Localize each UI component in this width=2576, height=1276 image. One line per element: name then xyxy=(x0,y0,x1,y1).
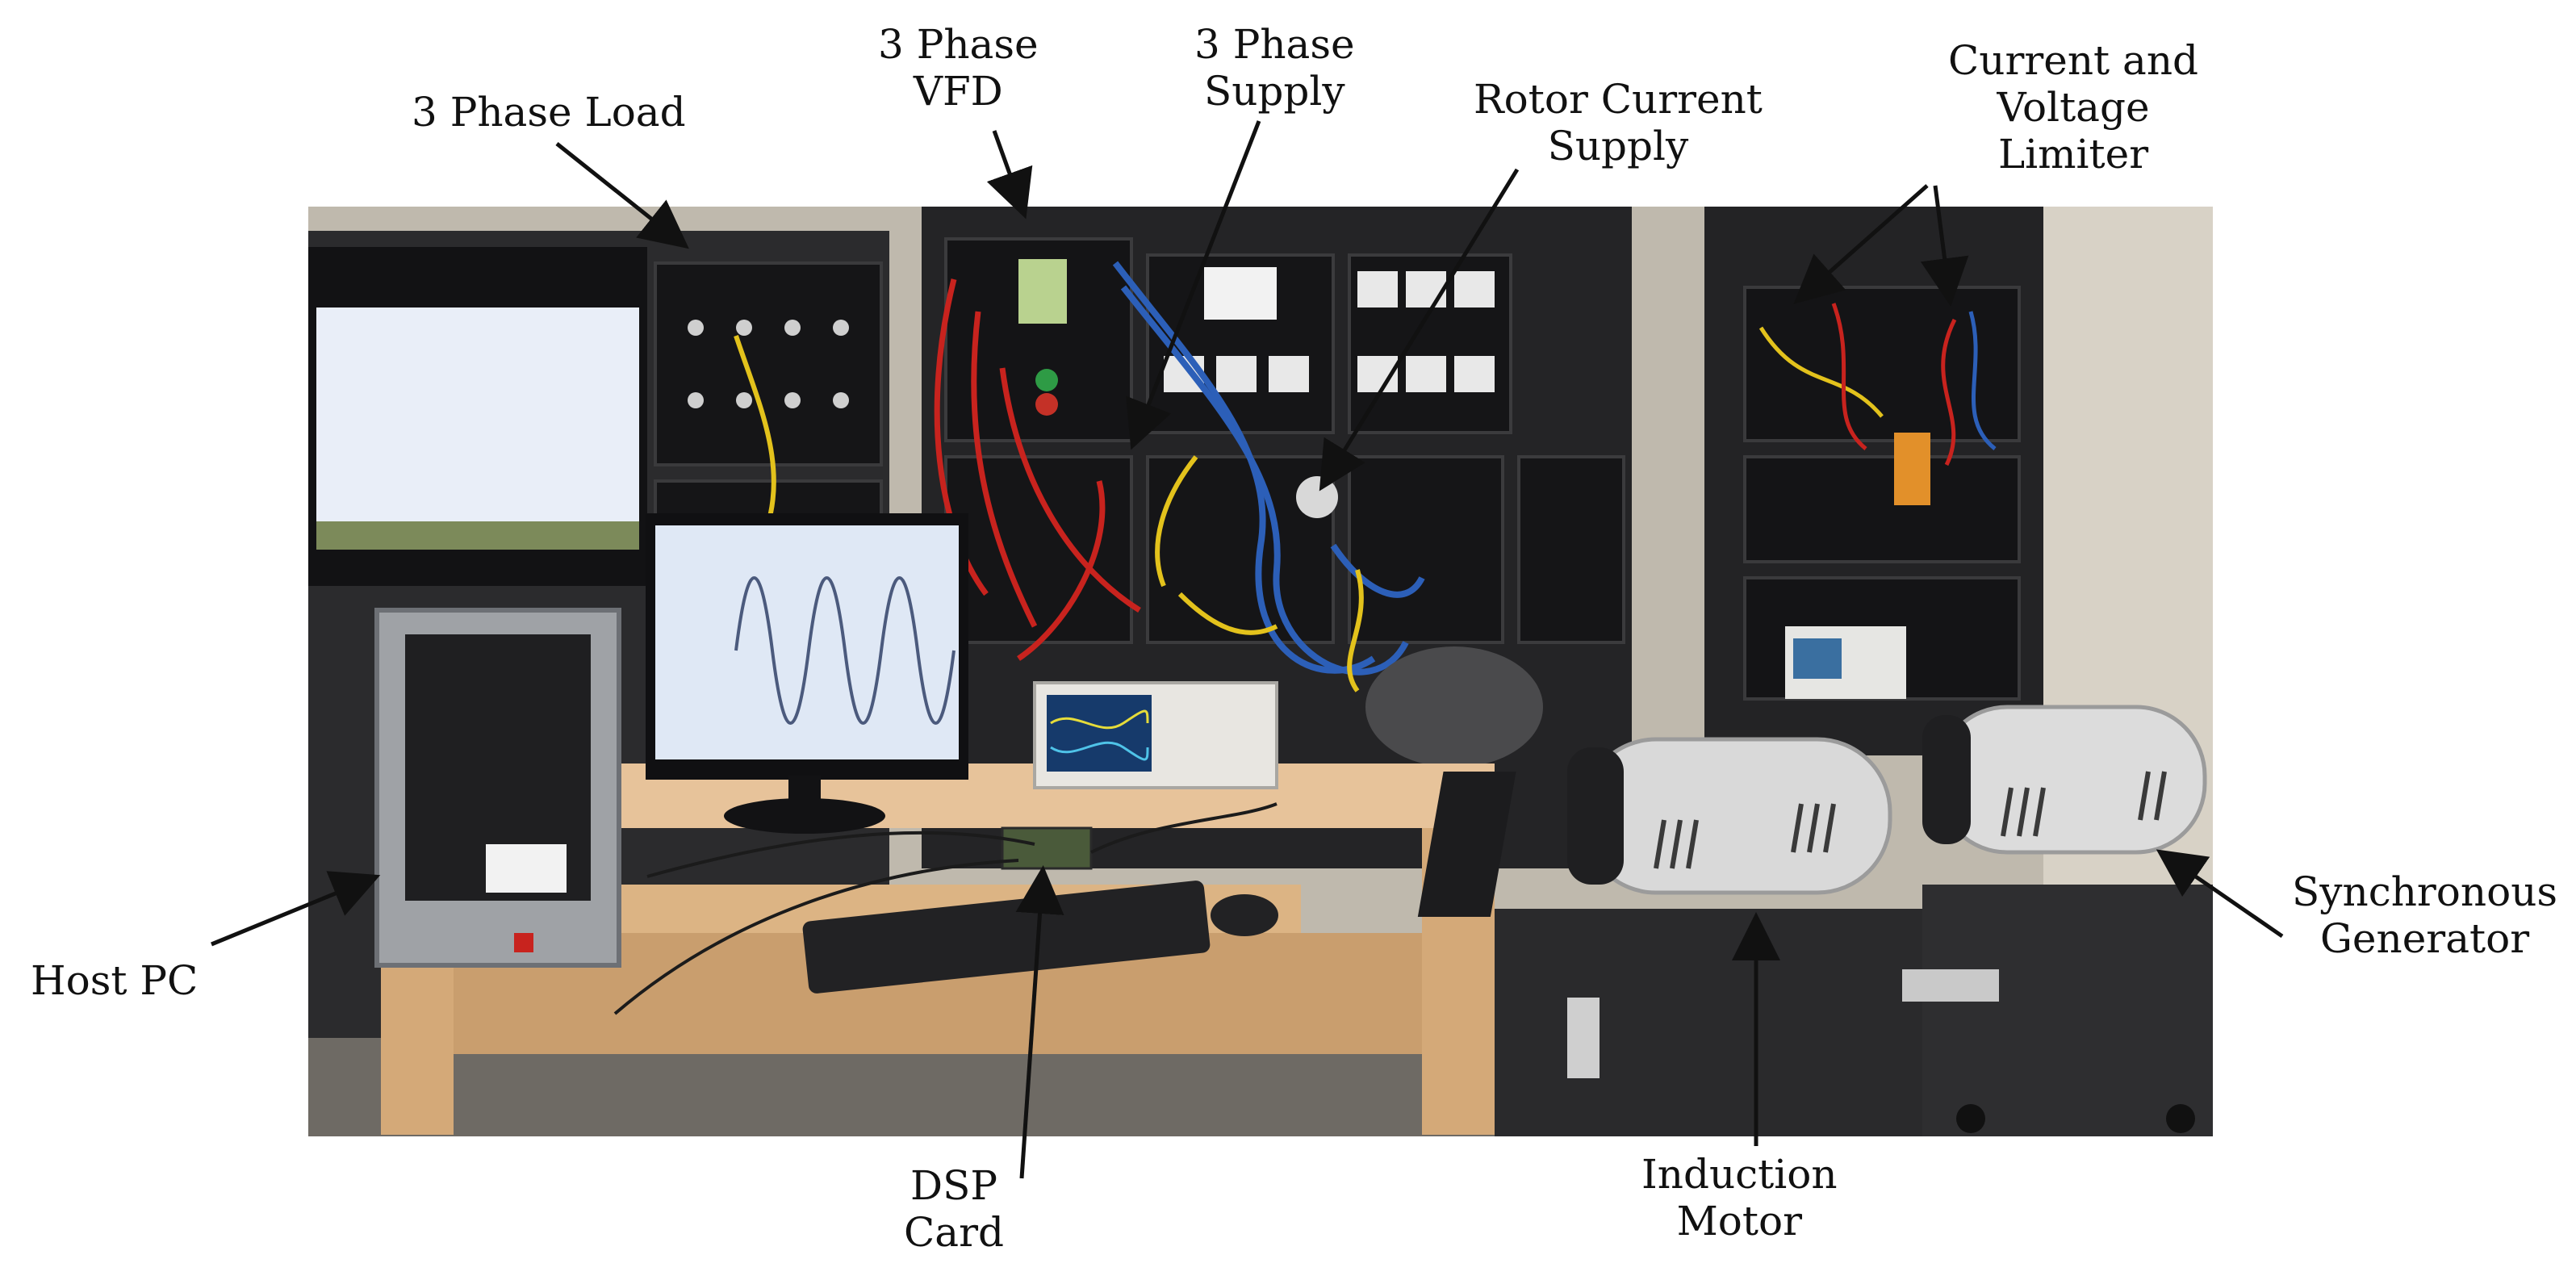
label-line: Card xyxy=(904,1209,1004,1256)
back-monitor-taskbar xyxy=(316,521,639,550)
arrow-dsp-card xyxy=(1015,865,1064,1179)
generator-vents xyxy=(2001,771,2167,837)
label-line: Induction xyxy=(1641,1151,1838,1198)
pc-sticker xyxy=(486,844,567,893)
arrow-rotor-current-supply xyxy=(1319,168,1520,492)
arrow-limiter-left xyxy=(1793,184,1929,304)
right-cables xyxy=(1758,303,1997,466)
generator-end xyxy=(1922,715,1971,844)
front-monitor-neck xyxy=(788,776,821,812)
front-monitor-stand xyxy=(724,798,885,834)
induction-vents xyxy=(1654,803,1836,869)
back-monitor-screen xyxy=(316,307,639,550)
label-3-phase-vfd: 3 Phase VFD xyxy=(878,21,1039,115)
arrow-3-phase-vfd xyxy=(986,130,1033,220)
induction-stand xyxy=(1417,772,1516,917)
lab-scene xyxy=(308,207,2213,1136)
label-line: 3 Phase Load xyxy=(412,89,686,136)
induction-motor-end xyxy=(1567,747,1624,885)
label-line: Current and xyxy=(1948,37,2199,84)
mouse xyxy=(1211,894,1278,936)
label-rotor-current-supply: Rotor Current Supply xyxy=(1474,76,1763,169)
label-host-pc: Host PC xyxy=(31,957,198,1004)
desk-cables xyxy=(613,802,1278,1015)
right-panel-2 xyxy=(1743,455,2021,563)
arrow-3-phase-load xyxy=(555,142,689,249)
sine-waveform xyxy=(734,576,956,725)
label-line: 3 Phase xyxy=(878,21,1039,68)
label-line: Host PC xyxy=(31,957,199,1004)
label-current-voltage-limiter: Current and Voltage Limiter xyxy=(1948,37,2198,178)
osc-trace-1 xyxy=(1050,709,1149,730)
arrow-3-phase-supply xyxy=(1126,120,1261,450)
vfd-start xyxy=(1035,369,1058,391)
arrow-limiter-right xyxy=(1920,185,1969,307)
label-line: VFD xyxy=(913,68,1003,115)
label-line: 3 Phase xyxy=(1194,21,1355,68)
label-synchronous-generator: Synchronous Generator xyxy=(2292,868,2557,962)
label-line: Generator xyxy=(2319,915,2530,962)
label-dsp-card: DSP Card xyxy=(904,1162,1004,1256)
label-line: Supply xyxy=(1547,123,1689,169)
cables-blue xyxy=(1112,261,1425,676)
label-3-phase-supply: 3 Phase Supply xyxy=(1194,21,1355,115)
keyboard xyxy=(802,881,1211,994)
front-monitor-screen xyxy=(655,525,959,759)
label-3-phase-load: 3 Phase Load xyxy=(412,89,686,136)
label-line: Motor xyxy=(1676,1198,1802,1245)
arrow-host-pc xyxy=(211,871,381,947)
label-line: Synchronous xyxy=(2292,868,2558,915)
vfd-display xyxy=(1018,259,1067,324)
induction-cart-handle xyxy=(1567,998,1600,1078)
back-drum xyxy=(1365,646,1543,768)
right-oscilloscope-screen xyxy=(1793,638,1842,679)
label-induction-motor: Induction Motor xyxy=(1641,1151,1838,1245)
load-panel-knobs xyxy=(688,320,849,408)
label-line: Supply xyxy=(1203,68,1345,115)
desk-oscilloscope-screen xyxy=(1047,695,1152,772)
arrow-synchronous-generator xyxy=(2156,849,2284,939)
cart-wheels xyxy=(1956,1104,2195,1133)
lab-photograph xyxy=(308,207,2213,1136)
analog-meter xyxy=(1204,267,1277,320)
label-line: DSP xyxy=(910,1162,997,1209)
osc-trace-2 xyxy=(1050,741,1149,761)
panel-3 xyxy=(1348,455,1504,644)
vfd-stop xyxy=(1035,393,1058,416)
label-line: Rotor Current xyxy=(1474,76,1763,123)
label-line: Voltage xyxy=(1997,84,2150,131)
pc-power xyxy=(514,933,533,952)
multimeter xyxy=(1894,433,1930,505)
generator-coupler xyxy=(1902,969,1999,1002)
label-line: Limiter xyxy=(1997,131,2149,178)
generator-cart xyxy=(1922,885,2213,1136)
panel-4 xyxy=(1517,455,1625,644)
